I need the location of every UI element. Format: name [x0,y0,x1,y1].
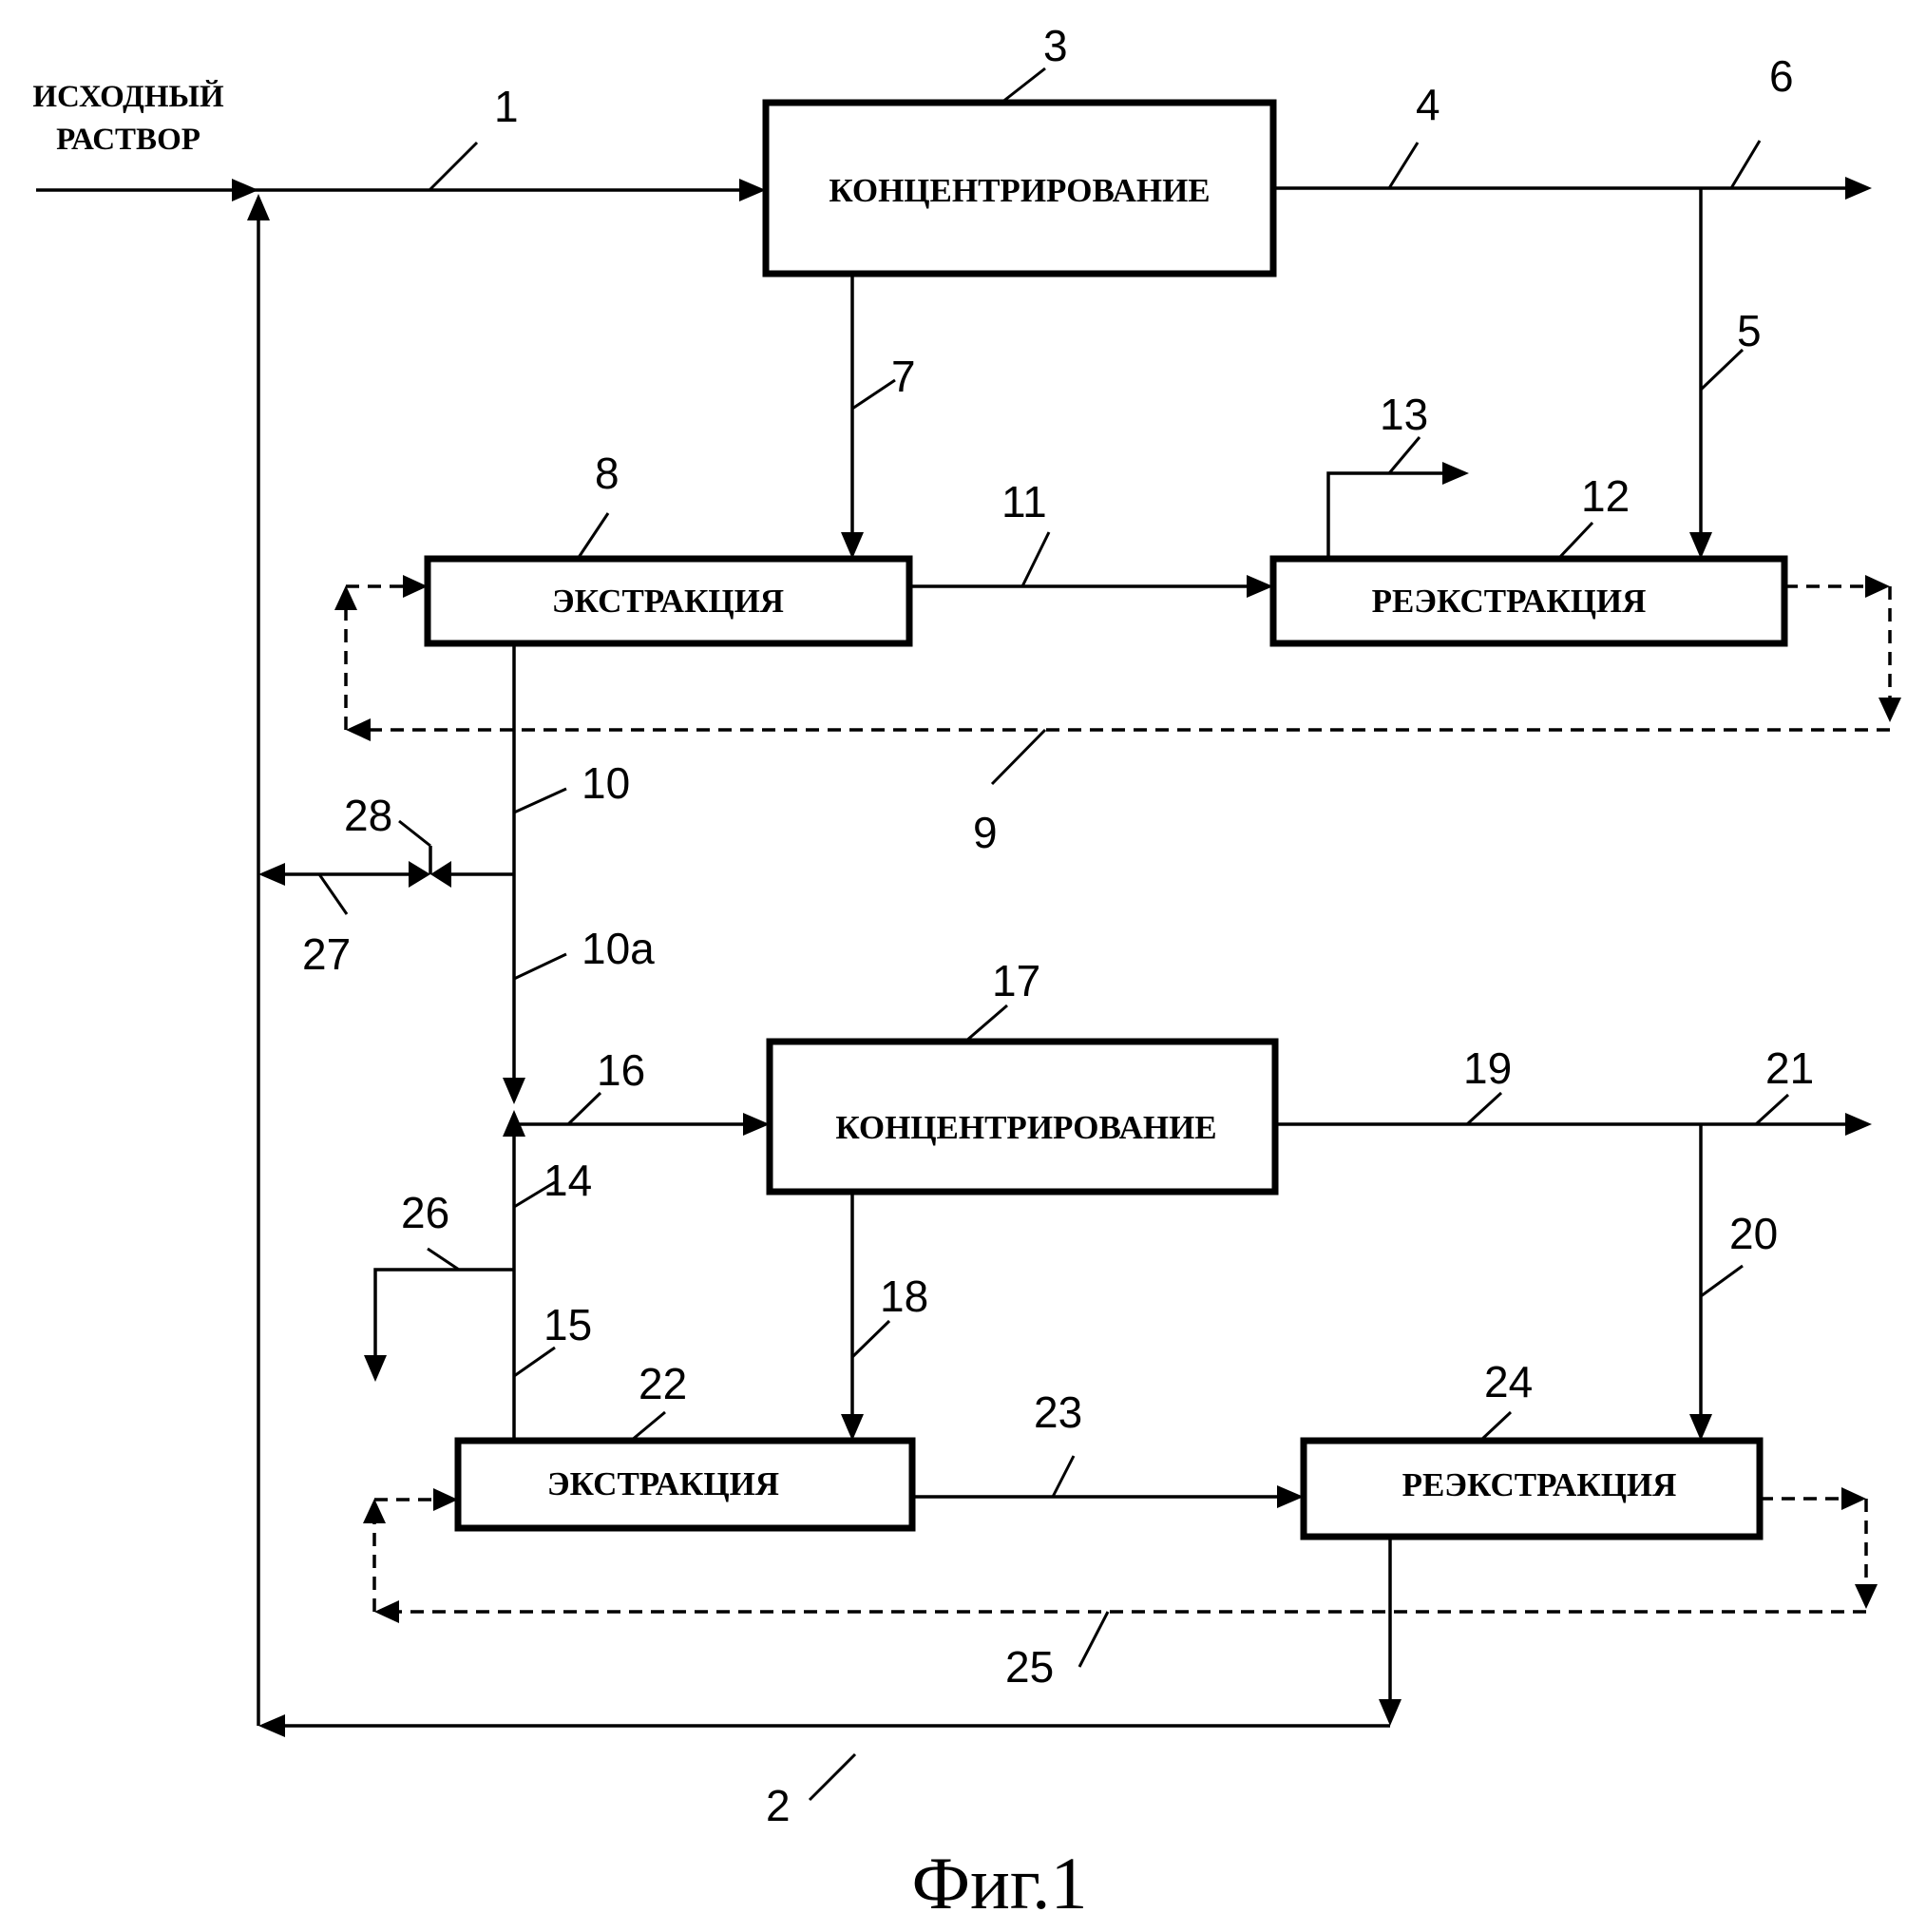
numeral-10: 10 [582,758,630,808]
block-24-label: РЕЭКСТРАКЦИЯ [1402,1466,1677,1503]
numeral-17: 17 [992,956,1040,1005]
numeral-2: 2 [766,1781,791,1830]
numeral-6: 6 [1769,51,1794,101]
numeral-5: 5 [1737,306,1762,355]
reference-numerals: 1 2 3 4 5 6 7 8 9 10 10а 11 12 13 14 15 … [302,21,1814,1830]
numeral-28: 28 [344,791,392,840]
numeral-23: 23 [1034,1387,1082,1437]
block-24-reextraction: РЕЭКСТРАКЦИЯ [1304,1441,1760,1537]
numeral-8: 8 [595,449,620,498]
numeral-3: 3 [1043,21,1068,70]
numeral-25: 25 [1005,1642,1054,1692]
block-3-concentration: КОНЦЕНТРИРОВАНИЕ [766,103,1273,274]
numeral-7: 7 [891,352,916,401]
block-12-reextraction: РЕЭКСТРАКЦИЯ [1273,559,1784,643]
input-label-line1: ИСХОДНЫЙ [32,79,224,114]
numeral-20: 20 [1729,1209,1778,1258]
figure-caption: Фиг.1 [911,1842,1087,1924]
numeral-12: 12 [1581,471,1630,521]
block-12-label: РЕЭКСТРАКЦИЯ [1372,583,1647,620]
numeral-22: 22 [639,1359,687,1408]
numeral-24: 24 [1484,1357,1533,1406]
numeral-10a: 10а [582,924,655,973]
block-22-label: ЭКСТРАКЦИЯ [547,1465,779,1502]
block-8-extraction: ЭКСТРАКЦИЯ [428,559,909,643]
numeral-14: 14 [543,1156,592,1205]
numeral-4: 4 [1416,80,1440,129]
block-22-extraction: ЭКСТРАКЦИЯ [458,1441,912,1528]
block-8-label: ЭКСТРАКЦИЯ [552,583,784,620]
numeral-9: 9 [973,808,998,857]
numeral-11: 11 [1001,477,1047,526]
numeral-13: 13 [1380,390,1428,439]
block-3-label: КОНЦЕНТРИРОВАНИЕ [829,172,1210,209]
numeral-19: 19 [1463,1043,1512,1093]
numeral-15: 15 [543,1300,592,1349]
numeral-27: 27 [302,929,351,979]
numeral-26: 26 [401,1188,449,1237]
block-17-label: КОНЦЕНТРИРОВАНИЕ [835,1109,1216,1146]
block-17-concentration: КОНЦЕНТРИРОВАНИЕ [770,1042,1275,1192]
numeral-18: 18 [880,1272,928,1321]
numeral-16: 16 [597,1045,645,1095]
numeral-1: 1 [494,82,519,131]
leader-lines [319,68,1788,1800]
input-label-line2: РАСТВОР [56,123,200,157]
numeral-21: 21 [1765,1043,1814,1093]
